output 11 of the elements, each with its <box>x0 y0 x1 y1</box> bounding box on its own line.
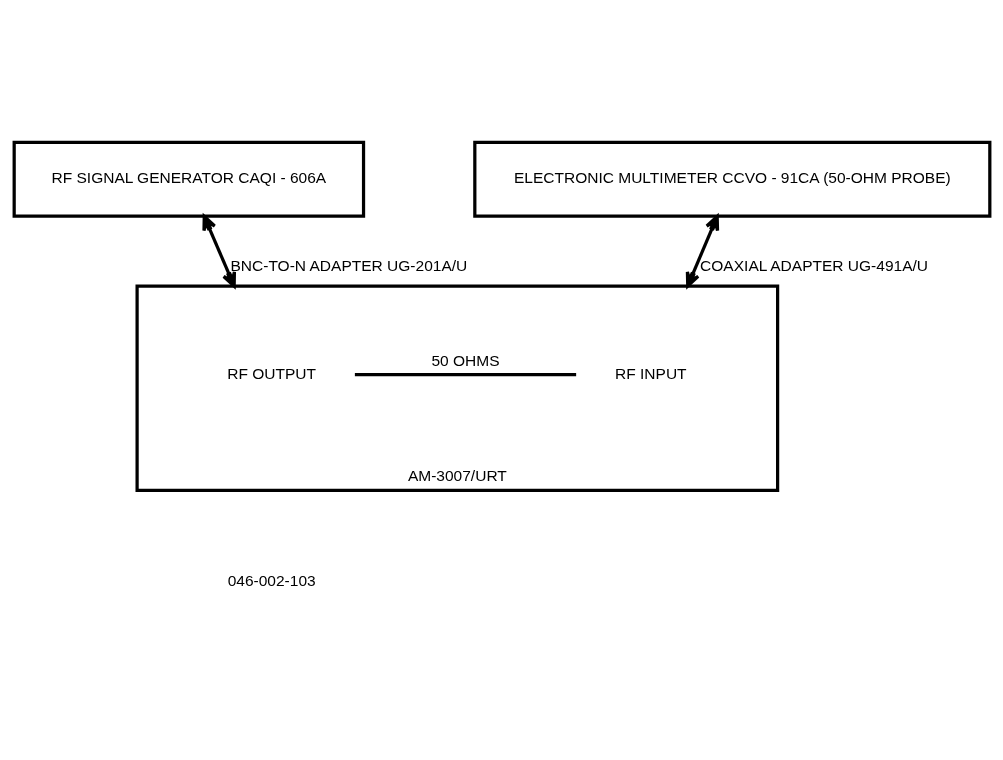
node-text: RF OUTPUT <box>226 364 316 382</box>
edge-label: COAXIAL ADAPTER UG-491A/U <box>699 256 928 274</box>
edge-label: 50 OHMS <box>430 351 500 369</box>
connector <box>354 372 576 376</box>
arrow <box>201 214 236 288</box>
node-text: RF INPUT <box>614 364 687 382</box>
node-box: RF SIGNAL GENERATOR CAQI - 606A <box>12 140 365 218</box>
label: 046-002-103 <box>227 571 316 589</box>
node-box: ELECTRONIC MULTIMETER CCVO - 91CA (50-OHM PROBE) <box>472 140 991 218</box>
arrow <box>685 214 719 288</box>
edge-label: BNC-TO-N ADAPTER UG-201A/U <box>229 256 467 274</box>
